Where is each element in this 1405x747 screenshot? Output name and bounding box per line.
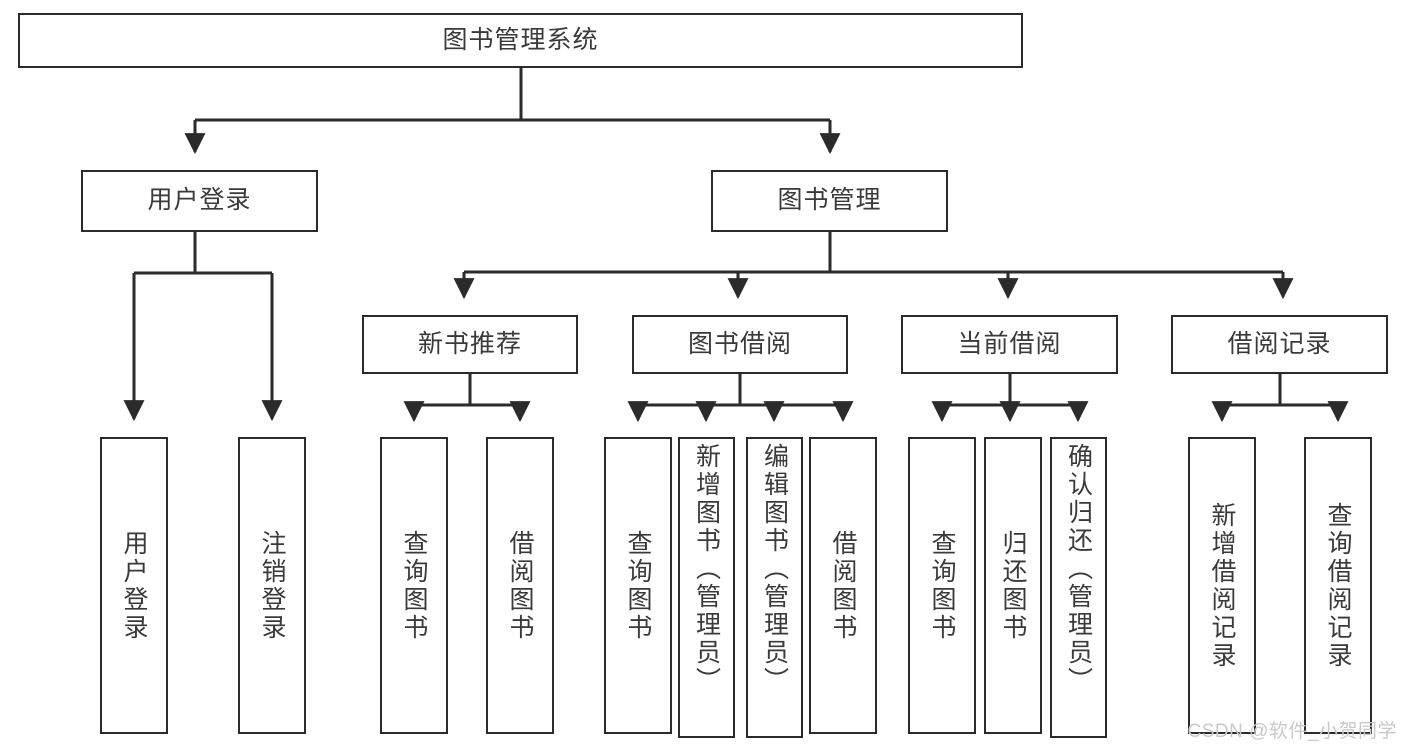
leaf-logout-login[interactable]: 注销登录 xyxy=(238,437,306,734)
leaf-confirm-return-label: 确认归还（管理员） xyxy=(1064,443,1093,695)
leaf-user-login-label: 用户登录 xyxy=(120,529,148,642)
leaf-query-record-label: 查询借阅记录 xyxy=(1324,501,1352,670)
leaf-query-book-1-label: 查询图书 xyxy=(400,529,428,642)
node-new-book-recommend[interactable]: 新书推荐 xyxy=(362,315,578,374)
leaf-add-record[interactable]: 新增借阅记录 xyxy=(1188,437,1256,734)
leaf-query-book-2-label: 查询图书 xyxy=(624,529,652,642)
node-user-login[interactable]: 用户登录 xyxy=(81,170,318,232)
node-book-borrow[interactable]: 图书借阅 xyxy=(632,315,848,374)
leaf-add-record-label: 新增借阅记录 xyxy=(1208,501,1236,670)
node-root[interactable]: 图书管理系统 xyxy=(18,13,1023,68)
node-book-manage-label: 图书管理 xyxy=(777,186,882,215)
leaf-borrow-book-1-label: 借阅图书 xyxy=(506,529,534,642)
leaf-query-book-3[interactable]: 查询图书 xyxy=(908,437,976,734)
node-borrow-record-label: 借阅记录 xyxy=(1227,329,1332,358)
leaf-query-record[interactable]: 查询借阅记录 xyxy=(1304,437,1372,734)
leaf-return-book-label: 归还图书 xyxy=(999,529,1027,642)
leaf-borrow-book-1[interactable]: 借阅图书 xyxy=(486,437,554,734)
leaf-return-book[interactable]: 归还图书 xyxy=(984,437,1042,734)
leaf-borrow-book-2-label: 借阅图书 xyxy=(829,529,857,642)
leaf-edit-book[interactable]: 编辑图书（管理员） xyxy=(746,437,803,738)
leaf-query-book-1[interactable]: 查询图书 xyxy=(380,437,448,734)
leaf-query-book-3-label: 查询图书 xyxy=(928,529,956,642)
leaf-edit-book-label: 编辑图书（管理员） xyxy=(760,443,789,695)
node-borrow-record[interactable]: 借阅记录 xyxy=(1171,315,1388,374)
node-new-book-recommend-label: 新书推荐 xyxy=(417,329,522,358)
leaf-query-book-2[interactable]: 查询图书 xyxy=(604,437,672,734)
node-book-borrow-label: 图书借阅 xyxy=(687,329,792,358)
leaf-borrow-book-2[interactable]: 借阅图书 xyxy=(809,437,877,734)
leaf-add-book[interactable]: 新增图书（管理员） xyxy=(678,437,735,738)
leaf-confirm-return[interactable]: 确认归还（管理员） xyxy=(1050,437,1107,738)
node-current-borrow-label: 当前借阅 xyxy=(957,329,1062,358)
leaf-add-book-label: 新增图书（管理员） xyxy=(692,443,721,695)
node-root-label: 图书管理系统 xyxy=(442,25,599,54)
node-user-login-label: 用户登录 xyxy=(147,186,252,215)
leaf-logout-login-label: 注销登录 xyxy=(258,529,286,642)
node-book-manage[interactable]: 图书管理 xyxy=(711,170,948,232)
node-current-borrow[interactable]: 当前借阅 xyxy=(901,315,1118,374)
leaf-user-login[interactable]: 用户登录 xyxy=(100,437,168,734)
